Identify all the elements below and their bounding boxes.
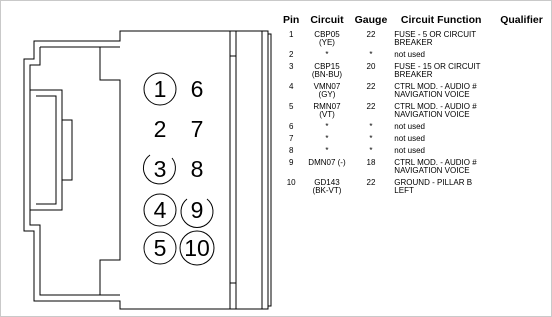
header-circuit: Circuit (310, 14, 344, 26)
cell-gauge: 22 (366, 178, 376, 187)
pin-label: 2 (154, 116, 167, 142)
table-row: 9 DMN07 (-) 18 CTRL MOD. - AUDIO # NAVIG… (279, 158, 552, 178)
header-pin: Pin (283, 14, 300, 26)
cell-pin: 4 (288, 82, 294, 91)
table-header-row: Pin Circuit Gauge Circuit Function Quali… (279, 14, 552, 30)
cell-function: GROUND - PILLAR B LEFT (394, 178, 473, 195)
cell-gauge: * (369, 50, 373, 59)
cell-pin: 9 (288, 158, 294, 167)
table-row: 7 * * not used (279, 134, 552, 146)
cell-gauge: * (369, 146, 373, 155)
cell-qualifier (491, 134, 552, 146)
header-qualifier: Qualifier (500, 14, 543, 26)
cell-function: FUSE - 5 OR CIRCUIT BREAKER (394, 30, 476, 47)
cell-circuit: DMN07 (-) (308, 158, 346, 167)
cell-gauge: * (369, 134, 373, 143)
pin-label: 3 (154, 156, 167, 182)
pin-1-marker: 1 (143, 72, 177, 106)
pin-7-marker: 7 (191, 116, 204, 142)
cell-pin: 10 (286, 178, 296, 187)
pin-label: 10 (184, 235, 210, 261)
header-circuit-function: Circuit Function (400, 14, 482, 26)
cell-qualifier (491, 30, 552, 50)
table-row: 4 VMN07 (GY) 22 CTRL MOD. - AUDIO # NAVI… (279, 82, 552, 102)
cell-circuit: * (325, 146, 329, 155)
cell-qualifier (491, 50, 552, 62)
cell-circuit: GD143 (BK-VT) (312, 178, 342, 195)
cell-circuit: * (325, 134, 329, 143)
pin-label: 8 (191, 156, 204, 182)
cell-circuit: * (325, 122, 329, 131)
cell-gauge: 18 (366, 158, 376, 167)
cell-circuit: CBP15 (BN-BU) (311, 62, 343, 79)
pin-label: 5 (154, 235, 167, 261)
table-row: 6 * * not used (279, 122, 552, 134)
connector-shell-outline (23, 30, 231, 310)
cell-function: not used (394, 146, 425, 155)
cell-pin: 6 (288, 122, 294, 131)
cell-qualifier (491, 82, 552, 102)
cell-circuit: RMN07 (VT) (313, 102, 341, 119)
pin-label: 1 (154, 76, 167, 102)
cell-qualifier (491, 62, 552, 82)
table-row: 2 * * not used (279, 50, 552, 62)
cell-gauge: 22 (366, 102, 376, 111)
cell-gauge: * (369, 122, 373, 131)
pin-8-marker: 8 (191, 156, 204, 182)
cell-gauge: 20 (366, 62, 376, 71)
cell-pin: 7 (288, 134, 294, 143)
pin-4-marker: 4 (143, 193, 177, 227)
pin-5-marker: 5 (143, 231, 177, 265)
cell-gauge: 22 (366, 30, 376, 39)
connector-left-detail (29, 46, 120, 296)
cell-function: CTRL MOD. - AUDIO # NAVIGATION VOICE (394, 158, 477, 175)
cell-pin: 1 (288, 30, 294, 39)
table-row: 1 CBP05 (YE) 22 FUSE - 5 OR CIRCUIT BREA… (279, 30, 552, 50)
cell-qualifier (491, 158, 552, 178)
table-row: 8 * * not used (279, 146, 552, 158)
pin-10-marker: 10 (179, 230, 215, 266)
pin-2-marker: 2 (154, 116, 167, 142)
header-gauge: Gauge (354, 14, 388, 26)
pinout-table: Pin Circuit Gauge Circuit Function Quali… (279, 14, 552, 198)
cell-function: FUSE - 15 OR CIRCUIT BREAKER (394, 62, 481, 79)
cell-function: CTRL MOD. - AUDIO # NAVIGATION VOICE (394, 82, 477, 99)
pin-label: 9 (191, 197, 204, 223)
cell-pin: 5 (288, 102, 294, 111)
cell-function: not used (394, 134, 425, 143)
cell-function: not used (394, 50, 425, 59)
cell-qualifier (491, 146, 552, 158)
cell-qualifier (491, 178, 552, 198)
cell-circuit: * (325, 50, 329, 59)
cell-function: CTRL MOD. - AUDIO # NAVIGATION VOICE (394, 102, 477, 119)
pin-6-marker: 6 (191, 76, 204, 102)
connector-right-tab (267, 33, 272, 307)
table-row: 3 CBP15 (BN-BU) 20 FUSE - 15 OR CIRCUIT … (279, 62, 552, 82)
cell-circuit: CBP05 (YE) (314, 30, 340, 47)
cell-circuit: VMN07 (GY) (313, 82, 341, 99)
table-row: 10 GD143 (BK-VT) 22 GROUND - PILLAR B LE… (279, 178, 552, 198)
cell-pin: 8 (288, 146, 294, 155)
pin-label: 7 (191, 116, 204, 142)
cell-gauge: 22 (366, 82, 376, 91)
cell-pin: 2 (288, 50, 294, 59)
connector-right-rail (230, 30, 269, 310)
table-row: 5 RMN07 (VT) 22 CTRL MOD. - AUDIO # NAVI… (279, 102, 552, 122)
cell-qualifier (491, 122, 552, 134)
cell-pin: 3 (288, 62, 294, 71)
cell-function: not used (394, 122, 425, 131)
connector-inner-wall (99, 47, 121, 295)
connector-left-latch (30, 89, 73, 211)
pin-9-marker: 9 (180, 197, 214, 228)
cell-qualifier (491, 102, 552, 122)
pin-3-marker: 3 (143, 154, 176, 185)
connector-diagram: 1 6 2 7 3 8 4 9 5 10 (23, 30, 272, 310)
pin-label: 4 (154, 197, 167, 223)
pin-label: 6 (191, 76, 204, 102)
